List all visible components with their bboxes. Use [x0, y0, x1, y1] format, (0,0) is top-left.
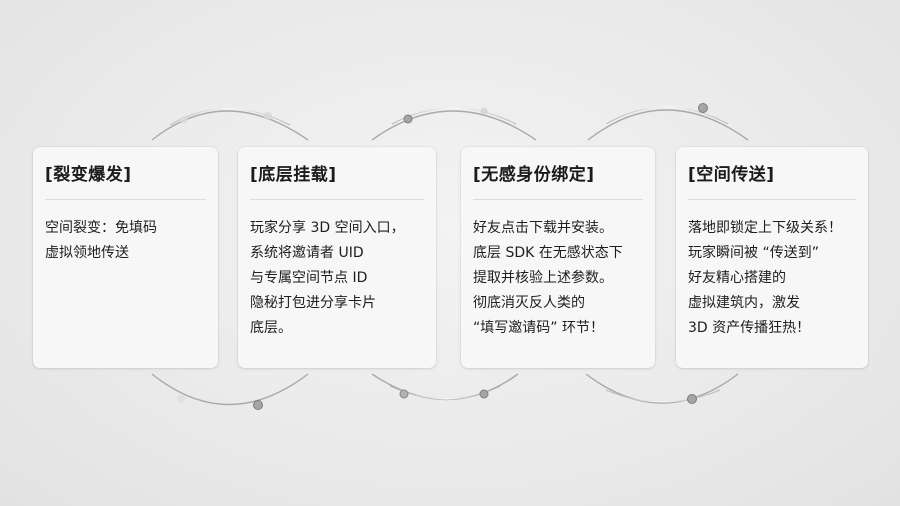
card-seamless-identity-binding: [无感身份绑定] 好友点击下载并安装。 底层 SDK 在无感状态下 提取并核验上…: [461, 147, 655, 368]
card-line: 彻底消灭反人类的: [473, 295, 585, 311]
card-line: 隐秘打包进分享卡片: [250, 295, 376, 311]
circle-node-icon: [253, 400, 263, 410]
card-line: “填写邀请码” 环节！: [473, 320, 604, 336]
card-fission-burst: [裂变爆发] 空间裂变：免填码 虚拟领地传送: [33, 147, 218, 368]
card-body: 落地即锁定上下级关系！ 玩家瞬间被 “传送到” 好友精心搭建的 虚拟建筑内，激发…: [688, 216, 856, 341]
top-arc-2: [371, 107, 537, 141]
top-arc-3: [587, 103, 749, 141]
faded-node-icon: [177, 395, 185, 403]
card-title: [裂变爆发]: [45, 161, 206, 200]
circle-node-icon: [698, 103, 708, 113]
card-line: 底层。: [250, 320, 292, 336]
card-line: 3D 资产传播狂热！: [688, 320, 811, 336]
circle-node-icon: [479, 389, 489, 399]
card-line: 与专属空间节点 ID: [250, 270, 368, 286]
circle-node-icon: [687, 394, 697, 404]
faded-node-icon: [264, 112, 272, 120]
card-line: 空间裂变：免填码: [45, 220, 157, 236]
card-title: [无感身份绑定]: [473, 161, 643, 200]
circle-node-icon: [399, 389, 409, 399]
card-line: 玩家瞬间被 “传送到”: [688, 245, 819, 261]
card-line: 底层 SDK 在无感状态下: [473, 245, 623, 261]
bottom-arc-1: [151, 373, 309, 410]
faded-node-icon: [480, 107, 488, 115]
card-line: 落地即锁定上下级关系！: [688, 220, 842, 236]
bottom-arc-2: [371, 373, 519, 401]
card-line: 玩家分享 3D 空间入口，: [250, 220, 405, 236]
circle-node-icon: [403, 114, 413, 124]
card-title: [空间传送]: [688, 161, 856, 200]
card-body: 空间裂变：免填码 虚拟领地传送: [45, 216, 206, 266]
card-space-teleport: [空间传送] 落地即锁定上下级关系！ 玩家瞬间被 “传送到” 好友精心搭建的 虚…: [676, 147, 868, 368]
card-line: 好友点击下载并安装。: [473, 220, 613, 236]
card-line: 虚拟建筑内，激发: [688, 295, 800, 311]
faded-node-icon: [180, 116, 188, 124]
top-arc-1: [151, 108, 309, 141]
card-underlying-mount: [底层挂载] 玩家分享 3D 空间入口， 系统将邀请者 UID 与专属空间节点 …: [238, 147, 436, 368]
card-line: 提取并核验上述参数。: [473, 270, 613, 286]
card-title: [底层挂载]: [250, 161, 424, 200]
bottom-arc-3: [585, 373, 739, 404]
card-line: 系统将邀请者 UID: [250, 245, 364, 261]
card-line: 好友精心搭建的: [688, 270, 786, 286]
card-line: 虚拟领地传送: [45, 245, 129, 261]
card-body: 玩家分享 3D 空间入口， 系统将邀请者 UID 与专属空间节点 ID 隐秘打包…: [250, 216, 424, 341]
card-body: 好友点击下载并安装。 底层 SDK 在无感状态下 提取并核验上述参数。 彻底消灭…: [473, 216, 643, 341]
